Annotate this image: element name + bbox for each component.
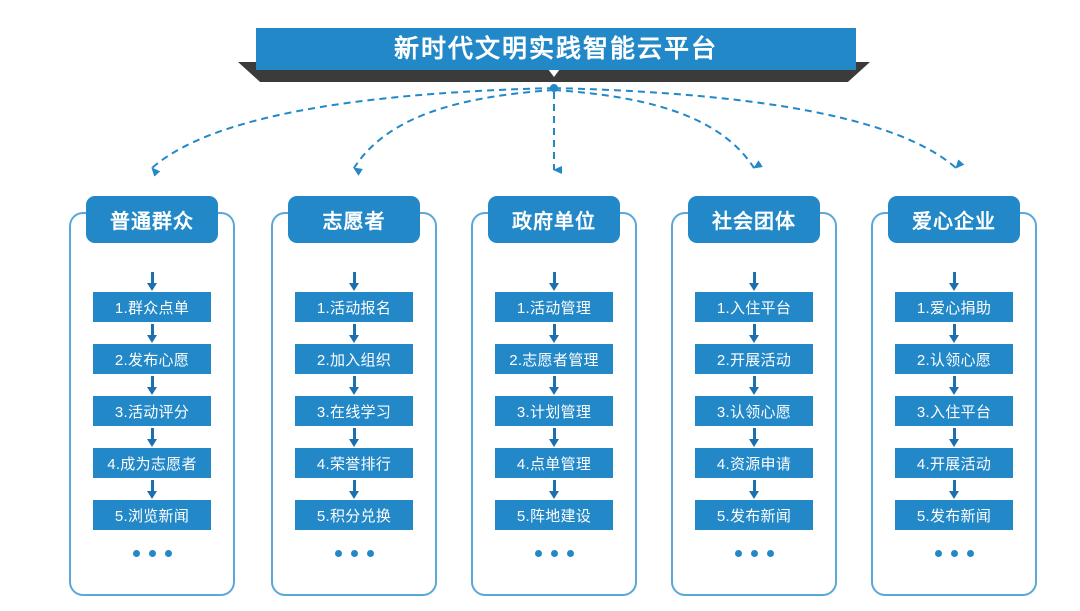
more-items-ellipsis (734, 550, 774, 557)
arrow-down-icon (144, 374, 160, 396)
step-item[interactable]: 3.活动评分 (93, 396, 211, 426)
step-item[interactable]: 2.发布心愿 (93, 344, 211, 374)
connector-to-column-1 (151, 87, 555, 177)
step-item[interactable]: 2.开展活动 (695, 344, 813, 374)
arrow-down-icon (346, 478, 362, 500)
arrow-down-icon (746, 478, 762, 500)
step-item[interactable]: 2.认领心愿 (895, 344, 1013, 374)
step-item[interactable]: 3.认领心愿 (695, 396, 813, 426)
step-item[interactable]: 5.发布新闻 (695, 500, 813, 530)
arrow-down-icon (144, 426, 160, 448)
arrow-down-icon (144, 478, 160, 500)
arrow-down-icon (746, 322, 762, 344)
connector-to-column-2 (353, 89, 555, 176)
role-column-aixinqiye[interactable]: 爱心企业 1.爱心捐助 2.认领心愿 3.入住平台 4.开展活动 5.发布新闻 (871, 196, 1037, 596)
more-items-ellipsis (132, 550, 172, 557)
step-item[interactable]: 2.志愿者管理 (495, 344, 613, 374)
column-header-2[interactable]: 志愿者 (288, 196, 420, 243)
step-item[interactable]: 4.资源申请 (695, 448, 813, 478)
column-steps-1: 1.群众点单 2.发布心愿 3.活动评分 4.成为志愿者 5.浏览新闻 (71, 270, 233, 557)
arrow-down-icon (746, 270, 762, 292)
step-item[interactable]: 1.活动管理 (495, 292, 613, 322)
arrow-down-icon (346, 322, 362, 344)
arrow-down-icon (946, 374, 962, 396)
platform-banner: 新时代文明实践智能云平台 (0, 0, 1080, 100)
connector-to-column-5 (553, 87, 965, 169)
step-item[interactable]: 5.浏览新闻 (93, 500, 211, 530)
arrow-down-icon (546, 322, 562, 344)
arrow-down-icon (346, 374, 362, 396)
arrow-down-icon (144, 322, 160, 344)
arrow-down-icon (946, 322, 962, 344)
column-header-4[interactable]: 社会团体 (688, 196, 820, 243)
arrow-down-icon (946, 426, 962, 448)
role-column-shehuituanti[interactable]: 社会团体 1.入住平台 2.开展活动 3.认领心愿 4.资源申请 5.发布新闻 (671, 196, 837, 596)
connector-to-column-4 (553, 89, 763, 169)
arrow-down-icon (546, 426, 562, 448)
column-steps-4: 1.入住平台 2.开展活动 3.认领心愿 4.资源申请 5.发布新闻 (673, 270, 835, 557)
column-steps-5: 1.爱心捐助 2.认领心愿 3.入住平台 4.开展活动 5.发布新闻 (873, 270, 1035, 557)
arrow-down-icon (946, 270, 962, 292)
role-column-putongqunzhong[interactable]: 普通群众 1.群众点单 2.发布心愿 3.活动评分 4.成为志愿者 5.浏览新闻 (69, 196, 235, 596)
step-item[interactable]: 2.加入组织 (295, 344, 413, 374)
step-item[interactable]: 4.成为志愿者 (93, 448, 211, 478)
column-header-3[interactable]: 政府单位 (488, 196, 620, 243)
step-item[interactable]: 3.在线学习 (295, 396, 413, 426)
arrow-down-icon (946, 478, 962, 500)
more-items-ellipsis (534, 550, 574, 557)
step-item[interactable]: 3.入住平台 (895, 396, 1013, 426)
arrow-down-icon (346, 270, 362, 292)
step-item[interactable]: 4.点单管理 (495, 448, 613, 478)
banner-bar (256, 28, 856, 70)
column-header-5[interactable]: 爱心企业 (888, 196, 1020, 243)
role-column-zhiyuanzhe[interactable]: 志愿者 1.活动报名 2.加入组织 3.在线学习 4.荣誉排行 5.积分兑换 (271, 196, 437, 596)
step-item[interactable]: 1.爱心捐助 (895, 292, 1013, 322)
role-column-zhengfudanwei[interactable]: 政府单位 1.活动管理 2.志愿者管理 3.计划管理 4.点单管理 5.阵地建设 (471, 196, 637, 596)
step-item[interactable]: 5.积分兑换 (295, 500, 413, 530)
arrow-down-icon (746, 426, 762, 448)
step-item[interactable]: 1.活动报名 (295, 292, 413, 322)
more-items-ellipsis (934, 550, 974, 557)
column-steps-3: 1.活动管理 2.志愿者管理 3.计划管理 4.点单管理 5.阵地建设 (473, 270, 635, 557)
arrow-down-icon (546, 478, 562, 500)
step-item[interactable]: 1.群众点单 (93, 292, 211, 322)
step-item[interactable]: 4.荣誉排行 (295, 448, 413, 478)
step-item[interactable]: 1.入住平台 (695, 292, 813, 322)
arrow-down-icon (546, 270, 562, 292)
arrow-down-icon (746, 374, 762, 396)
arrow-down-icon (346, 426, 362, 448)
step-item[interactable]: 5.阵地建设 (495, 500, 613, 530)
arrow-down-icon (546, 374, 562, 396)
arrow-down-icon (144, 270, 160, 292)
more-items-ellipsis (334, 550, 374, 557)
step-item[interactable]: 5.发布新闻 (895, 500, 1013, 530)
column-header-1[interactable]: 普通群众 (86, 196, 218, 243)
step-item[interactable]: 3.计划管理 (495, 396, 613, 426)
step-item[interactable]: 4.开展活动 (895, 448, 1013, 478)
column-steps-2: 1.活动报名 2.加入组织 3.在线学习 4.荣誉排行 5.积分兑换 (273, 270, 435, 557)
page-title: 新时代文明实践智能云平台 (393, 35, 718, 63)
